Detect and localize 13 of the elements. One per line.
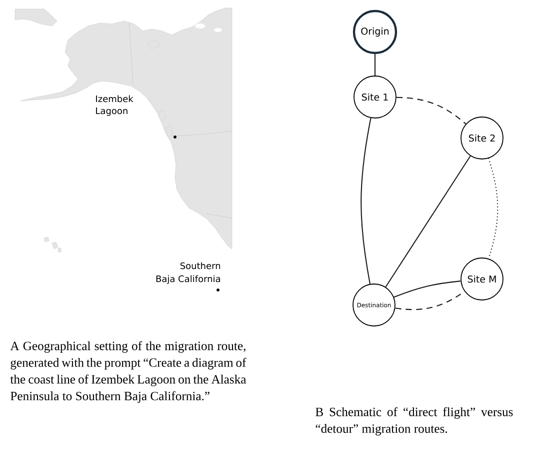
circle-node: Site M	[460, 258, 504, 300]
line	[374, 54, 376, 76]
dashed-line	[396, 96, 466, 124]
place-label: Southern Baja California	[156, 262, 220, 284]
place-label: Izembek Lagoon	[96, 95, 134, 116]
line	[385, 156, 471, 288]
caption: A Geographical setting of the migration route, generated with the prompt “Create a diagram of the coast line of Izembek Lagoon on the Alaska Peninsula to Southern Baja California.”	[10, 341, 246, 403]
line	[394, 280, 461, 298]
line	[360, 118, 372, 284]
circle-node: Origin	[352, 10, 398, 54]
circle-node: Site 2	[460, 116, 504, 160]
circle-node: Site 1	[354, 76, 396, 118]
caption: B Schematic of “direct flight” versus “detour” migration routes.	[316, 407, 513, 436]
